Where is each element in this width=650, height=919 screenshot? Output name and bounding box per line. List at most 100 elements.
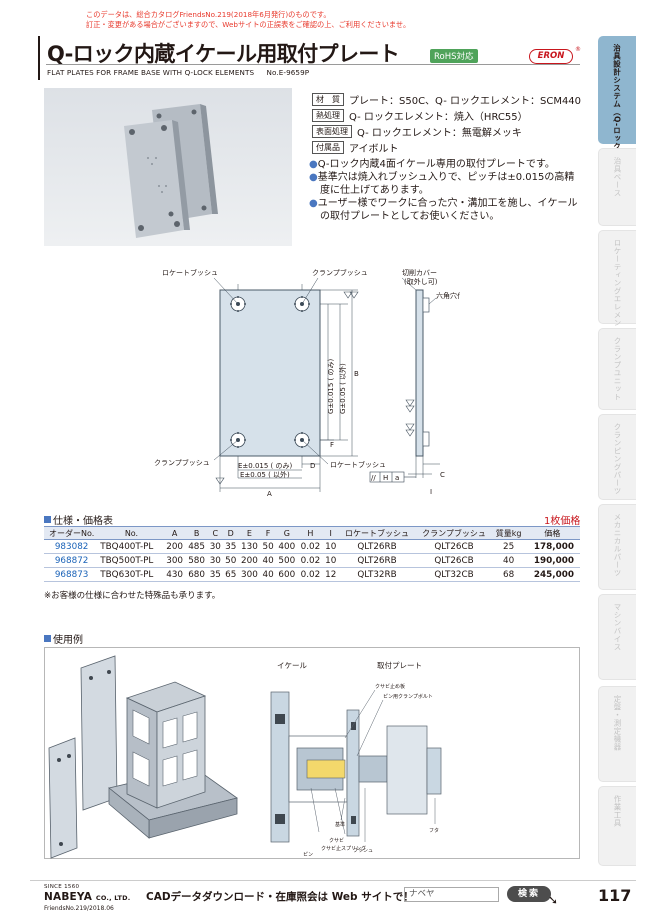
search-input[interactable]: ナベヤ (404, 887, 499, 902)
spec-label: 付属品 (312, 140, 344, 154)
feature-bullet: ●基準穴は焼入れブッシュ入りで、ピッチは±0.015の高精度に仕上げてあります。 (309, 171, 581, 197)
technical-drawing: ロケートブッシュ クランプブッシュ 切削カバー (取外し可) 六角穴付ボルト ク… (154, 268, 460, 498)
dim-e-tight: E±0.015 ( のみ) (238, 462, 293, 470)
cell: 40 (492, 553, 525, 568)
side-tab-locating-element[interactable]: ロケーティングエレメント (598, 230, 636, 335)
side-tab-clamping-parts[interactable]: クランピングパーツ (598, 414, 636, 500)
rohs-badge: RoHS対応 (430, 49, 478, 63)
cell: 10 (323, 539, 339, 554)
side-tab-label: マシンバイス (613, 603, 622, 651)
bullet-text: ユーザー様でワークに合った穴・溝加工を施し、イケールの取付プレートとしてお使いく… (317, 198, 578, 222)
price-cell: 178,000 (524, 539, 580, 554)
cell: 50 (260, 539, 276, 554)
col-no: No. (99, 526, 164, 540)
cell: TBQ630T-PL (99, 567, 164, 582)
dim-g-loose: G±0.05 ( 以外) (338, 363, 347, 414)
footer-divider (30, 880, 636, 881)
bullet-dot-icon: ● (309, 198, 318, 209)
section-square-icon (44, 516, 51, 523)
catalog-number: No.E-9659P (266, 68, 310, 77)
cell: 485 (185, 539, 208, 554)
order-no-link[interactable]: 968872 (44, 553, 100, 568)
spec-surface-treatment: 表面処理 Q- ロックエレメント：無電解メッキ (312, 124, 522, 139)
side-tab-mechanical-parts[interactable]: メカニカルパーツ (598, 504, 636, 590)
subtitle-english: FLAT PLATES FOR FRAME BASE WITH Q-LOCK E… (47, 68, 255, 77)
spec-label: 熱処理 (312, 108, 344, 122)
col-i: I (323, 526, 339, 540)
feature-bullet: ●ユーザー様でワークに合った穴・溝加工を施し、イケールの取付プレートとしてお使い… (309, 197, 581, 223)
col-g: G (275, 526, 298, 540)
spec-label: 材 質 (312, 92, 344, 106)
side-tab-jig-base[interactable]: 治具ベース (598, 148, 636, 226)
price-unit: 1枚価格 (544, 516, 581, 527)
spec-value: アイボルト (349, 143, 399, 155)
section-title-text: 仕様・価格表 (53, 516, 113, 527)
cell: 68 (492, 567, 525, 582)
subtitle: FLAT PLATES FOR FRAME BASE WITH Q-LOCK E… (47, 68, 309, 77)
side-tab-surface-plate[interactable]: 定盤・測定機器 (598, 686, 636, 782)
dim-e-loose: E±0.05 ( 以外) (240, 470, 290, 479)
title-accent-bar (38, 36, 40, 80)
side-tab-work-tools[interactable]: 作業工具 (598, 786, 636, 866)
side-tab-label: 定盤・測定機器 (613, 695, 622, 751)
col-price: 価格 (524, 526, 580, 540)
side-tab-q-lock[interactable]: 治具設計システム（Q-ロック） (598, 36, 636, 159)
cut-cover-label: 切削カバー (402, 268, 437, 277)
side-tab-clamp-unit[interactable]: クランプユニット (598, 328, 636, 410)
section-square-icon (44, 635, 51, 642)
side-tab-machine-vise[interactable]: マシンバイス (598, 594, 636, 680)
cell: 50 (223, 553, 239, 568)
company-suffix: CO., LTD. (95, 894, 131, 902)
col-locate-bush: ロケートブッシュ (338, 526, 416, 540)
kusabi-end-label: クサビ止め板 (375, 683, 405, 690)
ikeru-label: イケール (277, 661, 307, 670)
dim-h-label: H (383, 474, 388, 482)
side-tab-label: クランピングパーツ (613, 423, 622, 495)
spec-value: Q- ロックエレメント：焼入（HRC55） (349, 111, 528, 123)
col-a: A (163, 526, 186, 540)
table-row: 968873 TBQ630T-PL 430 680 35 65 300 40 6… (44, 567, 580, 582)
cell: 400 (275, 539, 298, 554)
cut-cover-note: (取外し可) (404, 277, 438, 286)
bullet-text: 基準穴は焼入れブッシュ入りで、ピッチは±0.015の高精度に仕上げてあります。 (317, 172, 575, 196)
spec-value: プレート：S50C、Q- ロックエレメント：SCM440 (349, 95, 582, 107)
cell: 130 (238, 539, 261, 554)
special-order-note: ※お客様の仕様に合わせた特殊品も承ります。 (44, 591, 221, 601)
cell: 430 (163, 567, 186, 582)
product-photo (44, 88, 292, 246)
company-name: NABEYA (44, 891, 93, 903)
side-tab-label: ロケーティングエレメント (613, 239, 622, 335)
notice-line-2: 訂正・変更がある場合がございますので、Webサイトの正誤表をご確認の上、ご利用く… (86, 20, 411, 29)
cell: 12 (323, 567, 339, 582)
eron-logo: ERON (529, 49, 573, 64)
col-f: F (260, 526, 276, 540)
section-drawing (270, 689, 442, 843)
order-no-link[interactable]: 968873 (44, 567, 100, 582)
usage-section-title: 使用例 (44, 631, 83, 646)
table-header-row: オーダーNo. No. A B C D E F G H I ロケートブッシュ ク… (44, 526, 580, 540)
cell: 680 (185, 567, 208, 582)
search-button[interactable]: 検索 (507, 886, 551, 902)
clamp-bush-label-top: クランプブッシュ (312, 268, 368, 277)
col-h: H (297, 526, 324, 540)
cell: 300 (238, 567, 261, 582)
order-no-link[interactable]: 983082 (44, 539, 100, 554)
dim-b-label: B (354, 370, 359, 378)
cell: 30 (207, 539, 223, 554)
col-d: D (223, 526, 239, 540)
cell: 65 (223, 567, 239, 582)
cell: 500 (275, 553, 298, 568)
cell: 200 (238, 553, 261, 568)
bush-label: ブッシュ (353, 847, 373, 854)
catalog-edition: FriendsNo.219/2018.06 (44, 905, 114, 912)
cell: 580 (185, 553, 208, 568)
spec-section-title: 仕様・価格表 (44, 512, 113, 527)
lid-label: フタ (429, 827, 439, 834)
kusabi-label: クサビ (329, 837, 344, 844)
bullet-text: Q-ロック内蔵4面イケール専用の取付プレートです。 (317, 159, 555, 170)
side-tab-label: 作業工具 (613, 795, 622, 827)
usage-example-box: イケール 取付プレート (44, 647, 580, 859)
cell: 30 (207, 553, 223, 568)
spec-material: 材 質 プレート：S50C、Q- ロックエレメント：SCM440 (312, 92, 582, 107)
side-view (369, 277, 440, 483)
